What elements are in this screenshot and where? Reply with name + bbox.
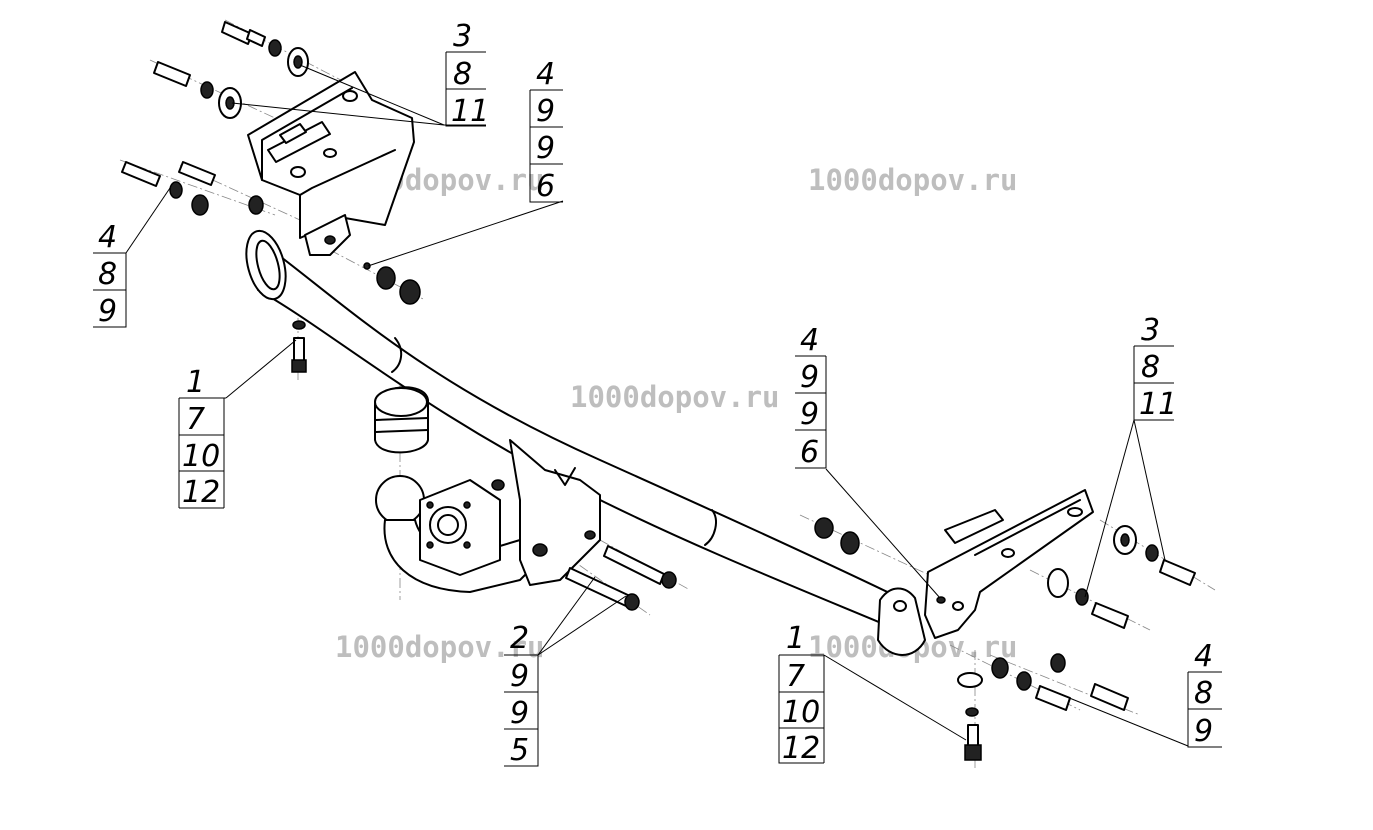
callout-label: 6: [800, 435, 819, 470]
callout-top-4-9-9-6: 4 9 9 6: [529, 57, 563, 204]
callout-left-1-7-10-12: 1 7 10 12: [178, 365, 226, 510]
callout-label: 6: [536, 169, 555, 204]
callout-label: 4: [536, 57, 555, 92]
callout-label: 4: [98, 220, 117, 255]
callout-label: 10: [182, 439, 220, 474]
callout-label: 8: [98, 257, 117, 292]
callout-label: 8: [1141, 350, 1160, 385]
callout-label: 11: [451, 94, 489, 129]
callout-label: 4: [1194, 639, 1213, 674]
left-mounting-bracket: [247, 71, 415, 256]
callout-center-4-9-9-6: 4 9 9 6: [795, 323, 827, 470]
callout-label: 9: [1194, 714, 1213, 749]
callout-label: 11: [1139, 387, 1177, 422]
callout-label: 12: [182, 475, 220, 510]
leader-lines: [125, 64, 1189, 747]
callout-label: 7: [786, 659, 805, 694]
callout-bottom-1-7-10-12: 1 7 10 12: [778, 621, 825, 766]
callout-label: 7: [186, 402, 205, 437]
callout-label: 9: [98, 294, 117, 329]
callout-label: 9: [536, 131, 555, 166]
callout-label: 3: [1141, 313, 1160, 348]
callout-label: 10: [782, 695, 820, 730]
watermark-3: 1000dopov.ru: [570, 380, 780, 414]
callout-label: 4: [800, 323, 819, 358]
callout-bottom-2-9-9-5: 2 9 9 5: [504, 621, 539, 768]
callout-label: 9: [510, 696, 529, 731]
callout-label: 9: [536, 94, 555, 129]
callout-label: 8: [1194, 676, 1213, 711]
watermarks: 1000dopov.ru 1000dopov.ru 1000dopov.ru 1…: [335, 163, 1018, 664]
callout-top-left-3-8-11: 3 8 11: [445, 19, 489, 129]
fasteners: [121, 21, 1196, 761]
callout-label: 5: [510, 733, 529, 768]
watermark-2: 1000dopov.ru: [808, 163, 1018, 197]
callout-label: 1: [186, 365, 205, 400]
watermark-4: 1000dopov.ru: [335, 630, 545, 664]
callout-label: 9: [510, 659, 529, 694]
callout-left-4-8-9: 4 8 9: [93, 220, 127, 329]
callout-label: 8: [453, 57, 472, 92]
right-mounting-bracket: [877, 489, 1094, 656]
callout-label: 9: [800, 360, 819, 395]
callout-label: 12: [782, 731, 820, 766]
tow-ball-assembly: [374, 386, 601, 593]
callout-label: 3: [453, 19, 472, 54]
callout-label: 2: [510, 621, 529, 656]
callout-right-3-8-11: 3 8 11: [1133, 313, 1177, 422]
callout-label: 9: [800, 397, 819, 432]
callout-bottom-right-4-8-9: 4 8 9: [1187, 639, 1222, 749]
callout-label: 1: [786, 621, 805, 656]
